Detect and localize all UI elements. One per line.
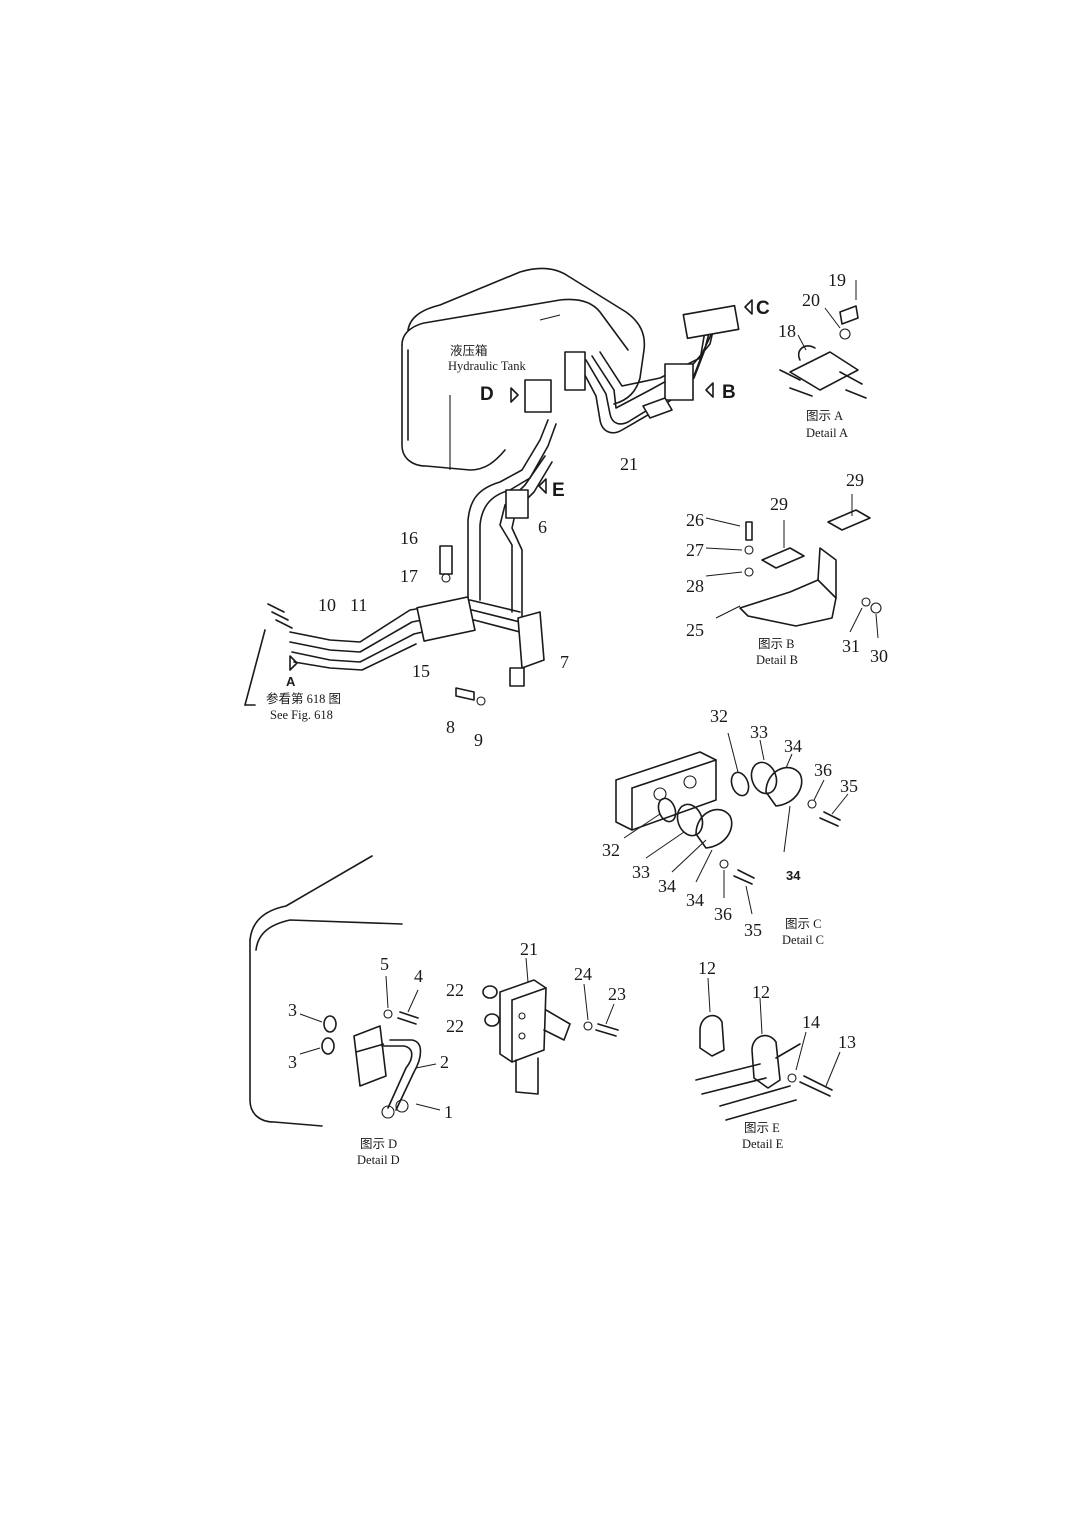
part-3b: 3: [288, 1052, 297, 1072]
part-34a: 34: [784, 736, 802, 756]
caption-detail-e-cn: 图示 E: [744, 1121, 780, 1135]
part-17: 17: [400, 566, 418, 586]
part-16: 16: [400, 528, 418, 548]
caption-detail-e-en: Detail E: [742, 1137, 784, 1151]
part-34d: 34: [786, 868, 801, 883]
part-35a: 35: [840, 776, 858, 796]
part-22b: 22: [446, 1016, 464, 1036]
part-19: 19: [828, 270, 846, 290]
part-27: 27: [686, 540, 704, 560]
detail-21-bracket: [482, 957, 619, 1095]
part-36a: 36: [814, 760, 832, 780]
part-31: 31: [842, 636, 860, 656]
pipes-main: [289, 315, 721, 671]
part-22a: 22: [446, 980, 464, 1000]
part-34c: 34: [686, 890, 704, 910]
caption-detail-b-cn: 图示 B: [758, 637, 794, 651]
caption-tank-en: Hydraulic Tank: [448, 359, 526, 373]
caption-detail-a-en: Detail A: [806, 426, 848, 440]
part-35b: 35: [744, 920, 762, 940]
part-32a: 32: [710, 706, 728, 726]
caption-detail-a-cn: 图示 A: [806, 409, 843, 423]
caption-detail-b-en: Detail B: [756, 653, 798, 667]
part-23: 23: [608, 984, 626, 1004]
part-33b: 33: [632, 862, 650, 882]
view-letter-b: B: [722, 382, 736, 403]
part-3a: 3: [288, 1000, 297, 1020]
detail-c: [615, 732, 849, 915]
part-6: 6: [538, 517, 547, 537]
part-15: 15: [412, 661, 430, 681]
part-30: 30: [870, 646, 888, 666]
detail-a: [779, 280, 867, 399]
view-letter-c: C: [756, 298, 770, 319]
caption-detail-d-en: Detail D: [357, 1153, 400, 1167]
caption-detail-c-cn: 图示 C: [785, 917, 821, 931]
detail-e: [695, 977, 841, 1121]
part-33a: 33: [750, 722, 768, 742]
view-letter-e: E: [552, 480, 565, 501]
part-1: 1: [444, 1102, 453, 1122]
caption-detail-c-en: Detail C: [782, 933, 824, 947]
part-32b: 32: [602, 840, 620, 860]
part-12a: 12: [698, 958, 716, 978]
part-25: 25: [686, 620, 704, 640]
part-14: 14: [802, 1012, 820, 1032]
fittings-main: [244, 304, 740, 706]
part-21: 21: [620, 454, 638, 474]
view-letter-a: A: [286, 674, 296, 689]
part-18: 18: [778, 321, 796, 341]
part-36b: 36: [714, 904, 732, 924]
part-29a: 29: [770, 494, 788, 514]
part-7: 7: [560, 652, 569, 672]
caption-see-en: See Fig. 618: [270, 708, 333, 722]
part-9: 9: [474, 730, 483, 750]
part-10: 10: [318, 595, 336, 615]
part-11: 11: [350, 595, 367, 615]
detail-d: [249, 855, 441, 1127]
part-28: 28: [686, 576, 704, 596]
view-arrows: [289, 299, 753, 671]
part-24: 24: [574, 964, 592, 984]
detail-b: [705, 494, 882, 639]
part-21b: 21: [520, 939, 538, 959]
part-8: 8: [446, 717, 455, 737]
part-5: 5: [380, 954, 389, 974]
caption-see-cn: 参看第 618 图: [266, 691, 341, 706]
part-34b: 34: [658, 876, 676, 896]
hydraulic-tank: [401, 267, 646, 471]
part-13: 13: [838, 1032, 856, 1052]
part-2: 2: [440, 1052, 449, 1072]
part-26: 26: [686, 510, 704, 530]
caption-tank-cn: 液压箱: [450, 343, 488, 358]
part-12b: 12: [752, 982, 770, 1002]
view-letter-d: D: [480, 384, 494, 405]
part-20: 20: [802, 290, 820, 310]
part-29b: 29: [846, 470, 864, 490]
part-4: 4: [414, 966, 423, 986]
caption-detail-d-cn: 图示 D: [360, 1137, 397, 1151]
